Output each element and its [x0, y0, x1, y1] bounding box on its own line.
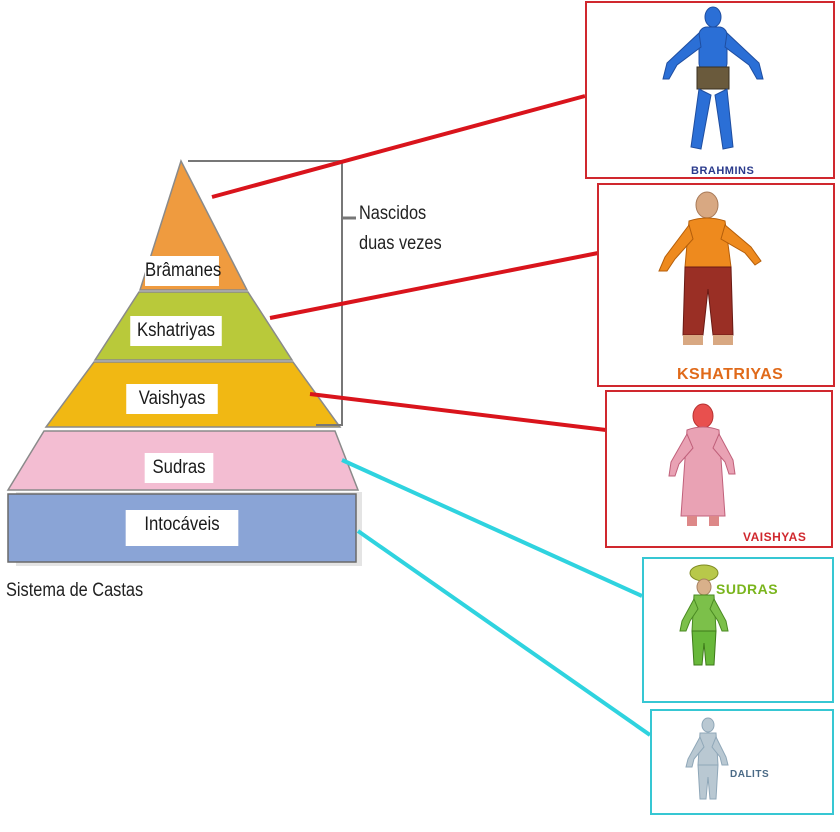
diagram-caption: Sistema de Castas — [6, 580, 144, 601]
sudras-label: SUDRAS — [716, 581, 779, 597]
twice-born-label-line1: Nascidos — [359, 203, 427, 224]
tier-label-vaishyas: Vaishyas — [126, 384, 218, 414]
brahmins-frame: BRAHMINS — [585, 1, 835, 179]
tier-label-sudras: Sudras — [144, 453, 214, 483]
sudras-frame: SUDRAS — [642, 557, 834, 703]
dalits-label: DALITS — [730, 769, 770, 780]
pink-figure-icon — [668, 403, 736, 526]
blue-figure-icon — [662, 6, 764, 150]
orange-figure-icon — [658, 191, 762, 345]
connector-line-brahmins — [211, 94, 586, 199]
brahmins-label: BRAHMINS — [691, 165, 755, 177]
tier-label-intocaveis: Intocáveis — [125, 510, 239, 546]
connector-line-kshatriyas — [269, 251, 599, 320]
connector-line-sudras — [341, 458, 643, 598]
kshatriyas-label: KSHATRIYAS — [677, 366, 784, 383]
dalits-frame: DALITS — [650, 709, 834, 815]
connector-line-vaishyas — [309, 392, 607, 432]
tier-label-kshatriyas: Kshatriyas — [130, 316, 222, 346]
tier-label-bramanes: Brâmanes — [145, 256, 221, 286]
kshatriyas-frame: KSHATRIYAS — [597, 183, 835, 387]
vaishyas-frame: VAISHYAS — [605, 390, 833, 548]
twice-born-label-line2: duas vezes — [359, 233, 442, 254]
connector-line-dalits — [356, 529, 652, 737]
vaishyas-label: VAISHYAS — [743, 530, 807, 544]
twice-born-bracket — [188, 160, 343, 426]
green-figure-icon — [679, 564, 729, 666]
grey-figure-icon — [685, 717, 729, 800]
